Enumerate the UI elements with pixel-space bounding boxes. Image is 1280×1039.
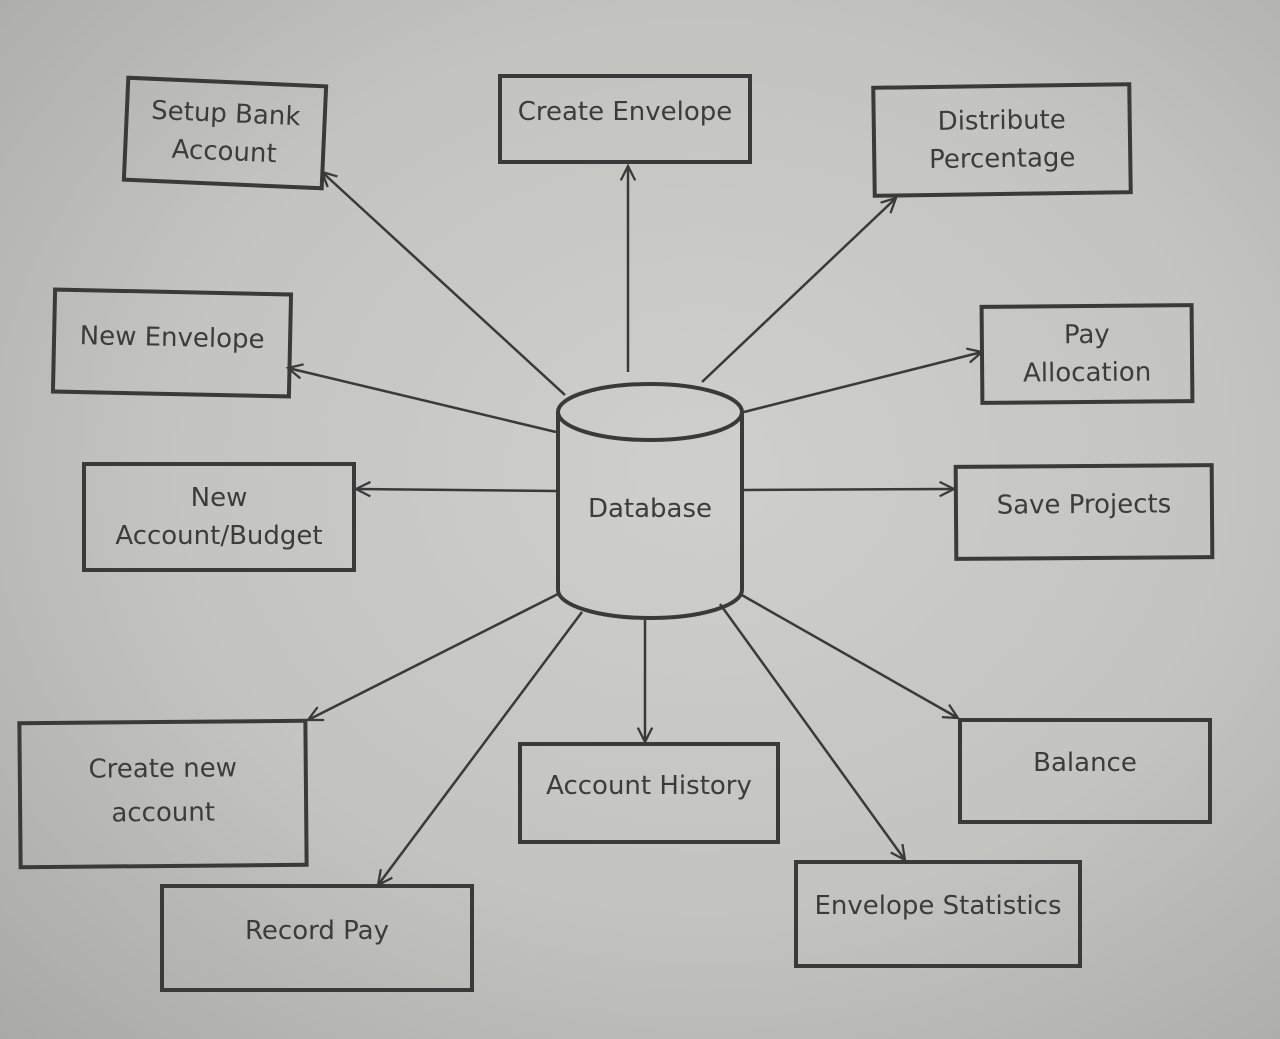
node-label: Envelope Statistics — [814, 891, 1062, 921]
node-setup-bank-account: Setup Bank Account — [121, 75, 329, 191]
node-create-new-account: Create new account — [17, 718, 309, 870]
arrow-to-distribute-percentage — [701, 198, 896, 383]
node-pay-allocation: Pay Allocation — [979, 303, 1195, 405]
node-label: Balance — [1033, 748, 1137, 778]
arrow-to-balance — [739, 592, 958, 718]
node-label: Create Envelope — [517, 97, 733, 127]
arrow-to-save-projects — [743, 489, 954, 490]
node-new-account-budget: New Account/Budget — [82, 462, 356, 572]
node-new-envelope: New Envelope — [50, 287, 294, 399]
arrow-to-new-envelope — [288, 368, 557, 434]
node-create-envelope: Create Envelope — [498, 74, 752, 164]
node-record-pay: Record Pay — [160, 884, 474, 992]
arrow-to-setup-bank-account — [322, 172, 566, 396]
node-label: Account History — [546, 771, 752, 801]
arrow-to-create-new-account — [308, 592, 559, 720]
node-label: Save Projects — [996, 489, 1172, 521]
arrow-to-envelope-statistics — [718, 603, 905, 860]
node-distribute-percentage: Distribute Percentage — [871, 82, 1133, 198]
node-label: New Account/Budget — [115, 483, 323, 551]
arrow-to-record-pay — [378, 611, 584, 885]
node-save-projects: Save Projects — [953, 463, 1215, 561]
database-label: Database — [587, 494, 713, 524]
node-account-history: Account History — [518, 742, 780, 844]
node-label: Pay Allocation — [1022, 319, 1152, 389]
node-label: Distribute Percentage — [928, 105, 1076, 176]
node-label: New Envelope — [79, 321, 265, 355]
node-label: Record Pay — [245, 916, 389, 946]
database-cylinder — [556, 382, 744, 620]
arrow-to-new-account-budget — [356, 489, 557, 491]
node-balance: Balance — [958, 718, 1212, 824]
node-label: Setup Bank Account — [150, 95, 302, 170]
node-envelope-statistics: Envelope Statistics — [794, 860, 1082, 968]
arrow-to-pay-allocation — [743, 352, 982, 414]
node-label: Create new account — [88, 753, 238, 829]
